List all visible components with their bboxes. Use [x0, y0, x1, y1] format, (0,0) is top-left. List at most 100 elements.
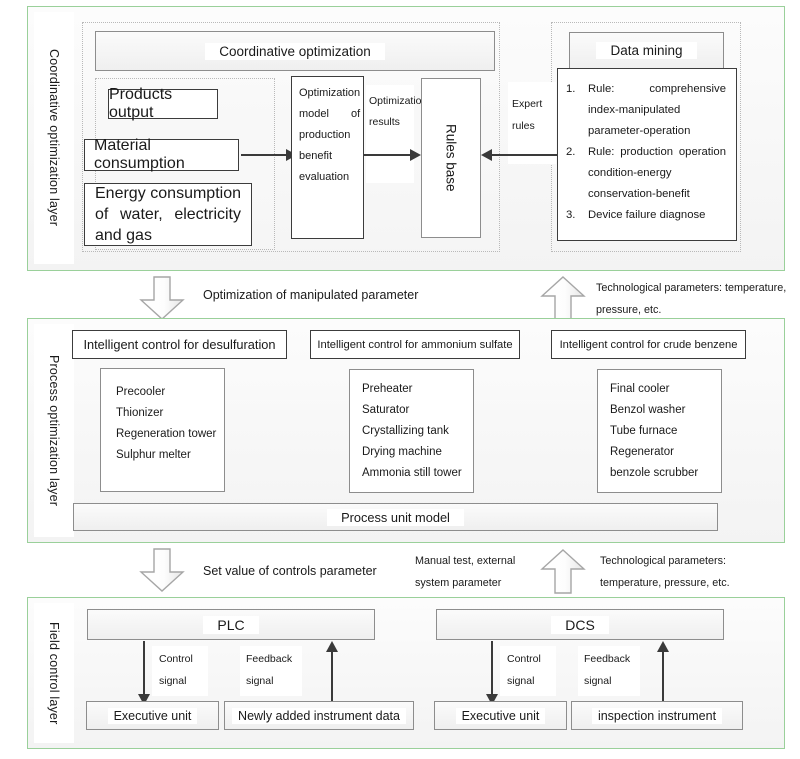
process-layer-label-text: Process optimization layer	[47, 354, 61, 507]
plc-feedback-signal-label-line1: Feedback	[246, 653, 293, 665]
plc-feedback-signal-label-line2: signal	[246, 675, 274, 687]
dcs-control-signal-arrow-head	[486, 694, 498, 705]
down-arrow-set-value-of-controls-parameter	[139, 548, 185, 593]
plc-control-signal-label-line1: Control	[159, 653, 193, 665]
up-arrow-technological-parameters-top	[540, 275, 586, 322]
process-unit-item: Thionizer	[116, 407, 164, 419]
dcs-control-signal-arrow-line	[491, 641, 493, 698]
process-unit-item: benzole scrubber	[610, 467, 699, 479]
rules-base-label: Rules base	[443, 124, 459, 192]
input-box-energy-consumption-label: Energy consumption of water, electricity…	[95, 185, 241, 244]
process-unit-item: Crystallizing tank	[362, 425, 449, 437]
dcs-control-signal-plate	[500, 646, 556, 696]
process-units-list-ammonium-sulfate: Preheater Saturator Crystallizing tank D…	[350, 370, 473, 484]
data-mining-rule-text: Rule: production operation condition-ene…	[588, 146, 726, 200]
process-unit-item: Final cooler	[610, 383, 670, 395]
plc-feedback-signal-arrow-head	[326, 641, 338, 652]
process-unit-item: Sulphur melter	[116, 449, 191, 461]
process-unit-item: Saturator	[362, 404, 410, 416]
data-mining-rules-box[interactable]: 1. Rule: comprehensive index-manipulated…	[557, 68, 737, 241]
dcs-feedback-signal-label-line2: signal	[584, 675, 612, 687]
plc-control-signal-plate	[152, 646, 208, 696]
coordinative-optimization-header: Coordinative optimization	[95, 31, 495, 71]
process-unit-model-footer[interactable]: Process unit model	[73, 503, 718, 531]
optimization-model-text: Optimization model of production benefit…	[299, 87, 361, 183]
plc-control-signal-label-line2: signal	[159, 675, 187, 687]
expert-rules-text: Expert rules	[512, 93, 556, 137]
data-mining-header: Data mining	[569, 32, 724, 69]
dcs-feedback-signal-arrow-line	[662, 650, 664, 706]
connector-label-set-value-of-controls-parameter: Set value of controls parameter	[203, 564, 377, 578]
data-mining-rule-item: 2. Rule: production operation condition-…	[566, 142, 726, 205]
process-unit-item: Regenerator	[610, 446, 674, 458]
arrow-datamining-to-rulesbase-line	[492, 154, 564, 157]
expert-rules-plate	[508, 82, 556, 164]
expert-rules-label: Expert rules	[512, 98, 543, 132]
process-unit-item: Drying machine	[362, 446, 442, 458]
controller-dcs-label: DCS	[551, 615, 609, 634]
field-box-executive-unit-plc-label: Executive unit	[107, 707, 198, 724]
process-units-panel-desulfuration[interactable]: Precooler Thionizer Regeneration tower S…	[100, 368, 225, 492]
process-unit-item: Ammonia still tower	[362, 467, 462, 479]
dcs-control-signal-label-line2: signal	[507, 675, 535, 687]
controller-plc[interactable]: PLC	[87, 609, 375, 640]
process-section-header-crude-benzene[interactable]: Intelligent control for crude benzene	[551, 330, 746, 359]
process-section-header-crude-benzene-label: Intelligent control for crude benzene	[559, 338, 738, 351]
data-mining-rules-list: 1. Rule: comprehensive index-manipulated…	[558, 69, 736, 226]
field-box-newly-added-instrument-data-label: Newly added instrument data	[232, 707, 406, 724]
optimization-model-box[interactable]: Optimization model of production benefit…	[291, 76, 364, 239]
arrow-model-to-rulesbase-line	[364, 154, 413, 157]
connector-label-manual-test-line1: Manual test, external	[415, 555, 516, 567]
plc-feedback-signal-plate	[240, 646, 302, 696]
input-box-material-consumption-label: Material consumption	[94, 137, 185, 172]
connector-label-technological-parameters-bottom-line1: Technological parameters:	[600, 555, 727, 567]
rules-base-panel[interactable]: Rules base	[421, 78, 481, 238]
connector-label-optimization-of-manipulated-parameter: Optimization of manipulated parameter	[203, 288, 419, 302]
coordinative-layer-label-text: Coordinative optimization layer	[47, 49, 61, 227]
process-unit-item: Tube furnace	[610, 425, 678, 437]
plc-control-signal-arrow-line	[143, 641, 145, 698]
field-box-executive-unit-plc[interactable]: Executive unit	[86, 701, 219, 730]
field-box-executive-unit-dcs[interactable]: Executive unit	[434, 701, 567, 730]
connector-label-technological-parameters-bottom-line2: temperature, pressure, etc.	[600, 577, 730, 589]
data-mining-rule-item: 1. Rule: comprehensive index-manipulated…	[566, 79, 726, 142]
plc-feedback-signal-arrow-line	[331, 650, 333, 706]
connector-label-technological-parameters-top-line2: pressure, etc.	[596, 304, 662, 316]
input-box-energy-consumption[interactable]: Energy consumption of water, electricity…	[84, 183, 252, 246]
dcs-feedback-signal-label-line1: Feedback	[584, 653, 631, 665]
process-unit-item: Preheater	[362, 383, 413, 395]
process-units-panel-crude-benzene[interactable]: Final cooler Benzol washer Tube furnace …	[597, 369, 722, 493]
connector-label-technological-parameters-top-line1: Technological parameters: temperature,	[596, 282, 787, 294]
process-units-list-crude-benzene: Final cooler Benzol washer Tube furnace …	[598, 370, 721, 484]
process-layer-label: Process optimization layer	[34, 324, 74, 537]
field-box-newly-added-instrument-data[interactable]: Newly added instrument data	[224, 701, 414, 730]
up-arrow-technological-parameters-bottom	[540, 548, 586, 595]
input-box-material-consumption[interactable]: Material consumption	[84, 137, 239, 172]
process-section-header-desulfuration-label: Intelligent control for desulfuration	[83, 337, 276, 352]
data-mining-rule-number: 1.	[566, 83, 576, 95]
process-section-header-ammonium-sulfate-label: Intelligent control for ammonium sulfate	[317, 338, 513, 351]
connector-label-manual-test-line2: system parameter	[415, 577, 502, 589]
data-mining-rule-number: 2.	[566, 146, 576, 158]
field-box-executive-unit-dcs-label: Executive unit	[455, 707, 546, 724]
down-arrow-optimization-of-manipulated-parameter	[139, 276, 185, 321]
process-section-header-ammonium-sulfate[interactable]: Intelligent control for ammonium sulfate	[310, 330, 520, 359]
input-box-products-output[interactable]: Products output	[108, 86, 218, 121]
process-units-panel-ammonium-sulfate[interactable]: Preheater Saturator Crystallizing tank D…	[349, 369, 474, 493]
coordinative-optimization-header-text: Coordinative optimization	[205, 42, 385, 60]
field-box-inspection-instrument-label: inspection instrument	[591, 707, 723, 724]
controller-dcs[interactable]: DCS	[436, 609, 724, 640]
dcs-feedback-signal-plate	[578, 646, 640, 696]
coordinative-layer-label: Coordinative optimization layer	[34, 12, 74, 264]
controller-plc-label: PLC	[203, 615, 259, 634]
process-unit-item: Benzol washer	[610, 404, 686, 416]
data-mining-rule-number: 3.	[566, 209, 576, 221]
optimization-results-plate	[366, 85, 414, 183]
input-box-products-output-label: Products output	[109, 86, 173, 121]
process-section-header-desulfuration[interactable]: Intelligent control for desulfuration	[72, 330, 287, 359]
data-mining-header-text: Data mining	[596, 42, 697, 59]
field-box-inspection-instrument[interactable]: inspection instrument	[571, 701, 743, 730]
arrow-inputs-to-model-line	[241, 154, 289, 157]
process-unit-item: Regeneration tower	[116, 428, 217, 440]
